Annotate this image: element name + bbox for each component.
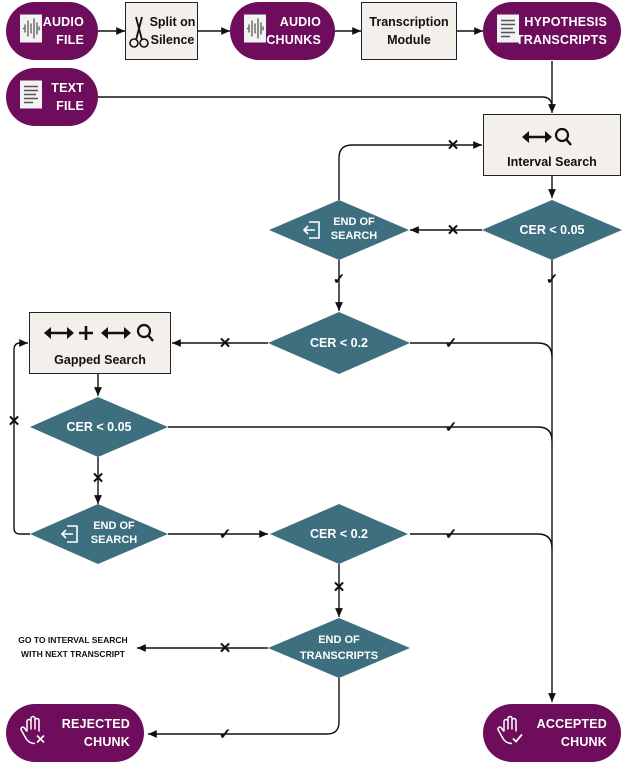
hand-check-icon xyxy=(497,715,525,751)
audio-file-label-1: AUDIO xyxy=(42,15,84,29)
hand-x-icon xyxy=(20,715,48,751)
no-mark: ✕ xyxy=(91,470,105,487)
accepted-label-2: CHUNK xyxy=(560,735,607,749)
hypothesis-label-2: TRANSCRIPTS xyxy=(515,33,607,47)
cer02-top-text: CER < 0.2 xyxy=(309,336,368,350)
yes-mark: ✓ xyxy=(444,526,458,543)
no-mark: ✕ xyxy=(7,413,21,430)
cer005-top-text: CER < 0.05 xyxy=(519,223,585,237)
go-to-interval-1: GO TO INTERVAL SEARCH xyxy=(18,635,128,645)
end-transcripts-label: END OF TRANSCRIPTS xyxy=(284,631,394,665)
cer005-top-label: CER < 0.05 xyxy=(492,220,612,240)
end-search-bottom-2: SEARCH xyxy=(90,534,138,546)
transcription-module-box[interactable]: Transcription Module xyxy=(361,2,457,60)
cer005-mid-text: CER < 0.05 xyxy=(66,420,132,434)
audio-file-node[interactable]: AUDIO FILE xyxy=(6,2,98,60)
split-label-2: Silence xyxy=(150,33,195,47)
document-icon xyxy=(20,80,42,114)
gapped-search-box[interactable]: Gapped Search xyxy=(29,312,171,374)
hypothesis-transcripts-node[interactable]: HYPOTHESIS TRANSCRIPTS xyxy=(483,2,621,60)
cer005-mid-label: CER < 0.05 xyxy=(40,417,158,437)
no-mark: ✕ xyxy=(218,335,232,352)
split-label-1: Split on xyxy=(149,15,196,29)
diamond-end-search-top xyxy=(269,200,409,260)
yes-mark: ✓ xyxy=(545,271,559,288)
yes-mark: ✓ xyxy=(444,419,458,436)
audio-chunks-node[interactable]: AUDIO CHUNKS xyxy=(230,2,335,60)
document-icon xyxy=(497,14,519,48)
yes-mark: ✓ xyxy=(444,335,458,352)
diamond-cer005-mid xyxy=(30,397,168,457)
cer02-bottom-text: CER < 0.2 xyxy=(309,527,368,541)
yes-mark: ✓ xyxy=(332,271,346,288)
rejected-label-1: REJECTED xyxy=(61,717,130,731)
hypothesis-label-1: HYPOTHESIS xyxy=(524,15,607,29)
audio-file-label-2: FILE xyxy=(56,33,84,47)
no-mark: ✕ xyxy=(332,579,346,596)
end-search-bottom-label: END OF SEARCH xyxy=(82,518,146,548)
end-search-top-1: END OF xyxy=(333,216,375,228)
arrow-search-icon xyxy=(522,126,572,153)
diamond-cer02-top xyxy=(268,312,410,374)
end-search-bottom-1: END OF xyxy=(93,520,135,532)
no-mark: ✕ xyxy=(446,137,460,154)
end-transcripts-2: TRANSCRIPTS xyxy=(299,650,379,662)
diamond-cer02-bottom xyxy=(270,504,408,564)
cer02-bottom-label: CER < 0.2 xyxy=(284,524,394,544)
text-file-label-2: FILE xyxy=(56,99,84,113)
waveform-icon xyxy=(20,14,42,48)
text-file-label-1: TEXT xyxy=(51,81,84,95)
go-to-interval-note: GO TO INTERVAL SEARCH WITH NEXT TRANSCRI… xyxy=(10,633,136,661)
diamond-end-transcripts xyxy=(268,618,410,678)
rejected-label-2: CHUNK xyxy=(83,735,130,749)
audio-chunks-label-1: AUDIO xyxy=(279,15,321,29)
accepted-chunk-node[interactable]: ACCEPTED CHUNK xyxy=(483,704,621,762)
cer02-top-label: CER < 0.2 xyxy=(284,333,394,353)
diamond-cer005-top xyxy=(482,200,622,260)
no-mark: ✕ xyxy=(218,640,232,657)
gapped-search-label: Gapped Search xyxy=(54,353,146,367)
exit-icon xyxy=(60,524,80,549)
split-on-silence-box[interactable]: Split on Silence xyxy=(125,2,198,60)
interval-search-box[interactable]: Interval Search xyxy=(483,114,621,176)
accepted-label-1: ACCEPTED xyxy=(536,717,607,731)
diamond-end-search-bottom xyxy=(30,504,168,564)
transcription-label-1: Transcription xyxy=(369,15,449,29)
rejected-chunk-node[interactable]: REJECTED CHUNK xyxy=(6,704,144,762)
transcription-label-2: Module xyxy=(387,33,431,47)
audio-chunks-label-2: CHUNKS xyxy=(266,33,321,47)
end-search-top-2: SEARCH xyxy=(330,230,378,242)
exit-icon xyxy=(302,220,322,245)
gapped-search-icon xyxy=(44,322,156,349)
go-to-interval-2: WITH NEXT TRANSCRIPT xyxy=(21,649,125,659)
end-transcripts-1: END OF xyxy=(318,634,360,646)
interval-search-label: Interval Search xyxy=(507,155,597,169)
end-search-top-label: END OF SEARCH xyxy=(322,214,386,244)
no-mark: ✕ xyxy=(446,222,460,239)
yes-mark: ✓ xyxy=(218,526,232,543)
text-file-node[interactable]: TEXT FILE xyxy=(6,68,98,126)
yes-mark: ✓ xyxy=(218,726,232,743)
scissors-icon xyxy=(129,15,149,54)
connector-lines xyxy=(13,27,556,738)
decision-diamonds xyxy=(30,200,622,678)
waveform-icon xyxy=(244,14,266,48)
